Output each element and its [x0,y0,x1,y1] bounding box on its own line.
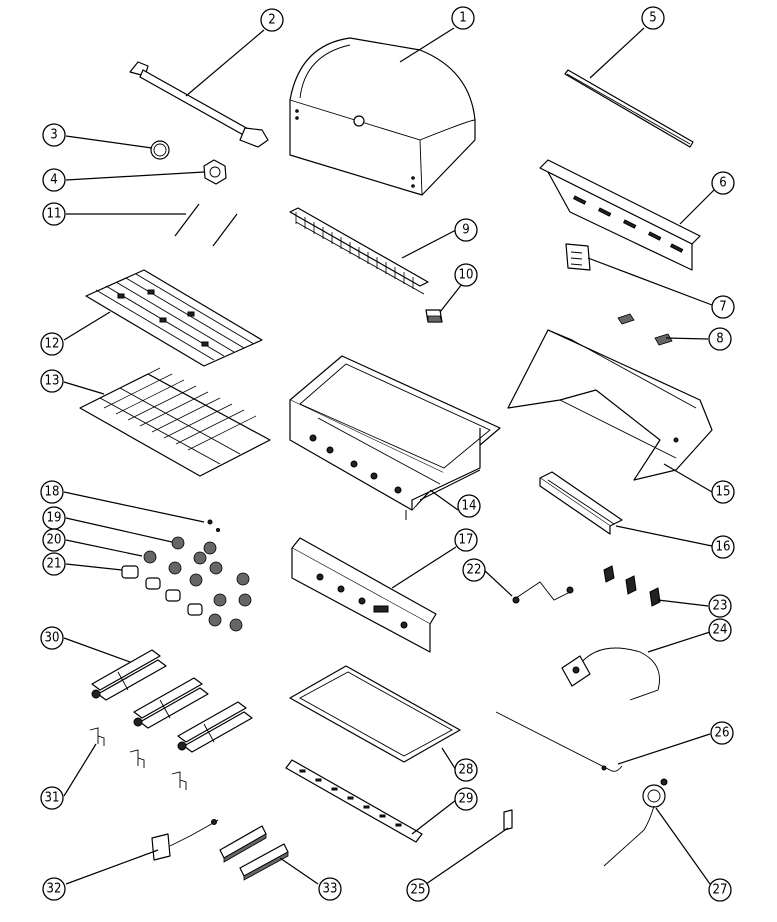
svg-text:12: 12 [45,337,60,352]
callout-23: 23 [708,594,732,618]
svg-text:33: 33 [323,882,338,897]
hood-handle-part [129,61,269,148]
callout-9: 9 [454,218,478,242]
firebox-part [289,355,501,520]
hinge-pins-part [174,203,238,247]
svg-text:11: 11 [47,207,62,222]
svg-text:6: 6 [719,176,726,191]
svg-text:9: 9 [462,223,469,238]
callout-16: 16 [711,535,735,559]
valves-part [603,565,661,607]
callout-2: 2 [260,8,284,32]
svg-text:27: 27 [713,883,728,898]
hood-bumpers-part [617,313,673,346]
knobs-group-part [121,519,252,632]
callout-27: 27 [708,878,732,902]
callout-7: 7 [711,295,735,319]
callout-29: 29 [454,787,478,811]
callout-24: 24 [708,618,732,642]
svg-text:26: 26 [715,726,730,741]
callout-11: 11 [42,202,66,226]
cooking-grates-part [79,367,271,477]
svg-text:29: 29 [459,792,474,807]
small-panel-part [565,243,591,271]
small-bracket-part [425,309,443,323]
callout-21: 21 [42,552,66,576]
svg-text:31: 31 [45,791,60,806]
svg-text:2: 2 [268,13,275,28]
svg-text:22: 22 [467,563,482,578]
callout-10: 10 [454,263,478,287]
svg-text:17: 17 [459,533,474,548]
front-trim-part [285,759,423,843]
regulator-assembly-part [603,778,668,867]
svg-text:1: 1 [459,11,466,26]
callout-26: 26 [710,721,734,745]
thermometer-bezel-part [150,140,170,160]
svg-text:7: 7 [719,300,726,315]
hood-part [289,37,476,196]
svg-text:16: 16 [716,540,731,555]
clip-part [503,809,513,831]
callout-5: 5 [641,6,665,30]
callout-19: 19 [42,506,66,530]
rear-heat-shield-part [539,159,701,271]
svg-text:20: 20 [47,533,62,548]
svg-text:24: 24 [713,623,728,638]
svg-text:28: 28 [459,763,474,778]
callout-22: 22 [462,558,486,582]
callout-18: 18 [40,480,64,504]
rear-trim-strip-part [564,69,694,148]
svg-text:8: 8 [716,332,723,347]
callout-6: 6 [711,171,735,195]
warming-rack-part [289,207,429,295]
callout-8: 8 [708,327,732,351]
manifold-part [512,581,574,604]
svg-text:23: 23 [713,599,728,614]
svg-text:30: 30 [45,631,60,646]
callout-32: 32 [42,877,66,901]
drip-tray-part [289,665,461,763]
callout-30: 30 [40,626,64,650]
callout-28: 28 [454,758,478,782]
callout-15: 15 [711,480,735,504]
leader-lines [63,27,715,885]
svg-text:4: 4 [50,173,57,188]
callout-4: 4 [42,168,66,192]
thermometer-nut-part [203,159,227,185]
burners-part [91,649,253,753]
callout-14: 14 [457,494,481,518]
callout-33: 33 [318,877,342,901]
callout-20: 20 [42,528,66,552]
rear-channel-part [539,471,623,535]
flame-tamers-part [85,269,263,367]
callout-12: 12 [40,332,64,356]
regulator-hose-part [561,647,660,701]
control-panel-part [291,537,437,653]
callout-25: 25 [406,878,430,902]
svg-text:32: 32 [47,882,62,897]
callout-13: 13 [40,369,64,393]
burner-brackets-part [89,727,187,790]
callout-3: 3 [42,123,66,147]
svg-text:15: 15 [716,485,731,500]
callout-31: 31 [40,786,64,810]
ignition-module-part [151,819,219,861]
callout-17: 17 [454,528,478,552]
hood-support-frame-part [507,329,713,481]
igniter-wire-part [495,711,623,772]
svg-text:25: 25 [411,883,426,898]
svg-text:19: 19 [47,511,62,526]
svg-text:5: 5 [649,11,656,26]
svg-text:18: 18 [45,485,60,500]
svg-text:14: 14 [462,499,477,514]
svg-text:3: 3 [50,128,57,143]
svg-text:13: 13 [45,374,60,389]
svg-text:21: 21 [47,557,62,572]
grease-shields-part [219,825,289,881]
svg-text:10: 10 [459,268,474,283]
callout-1: 1 [451,6,475,30]
